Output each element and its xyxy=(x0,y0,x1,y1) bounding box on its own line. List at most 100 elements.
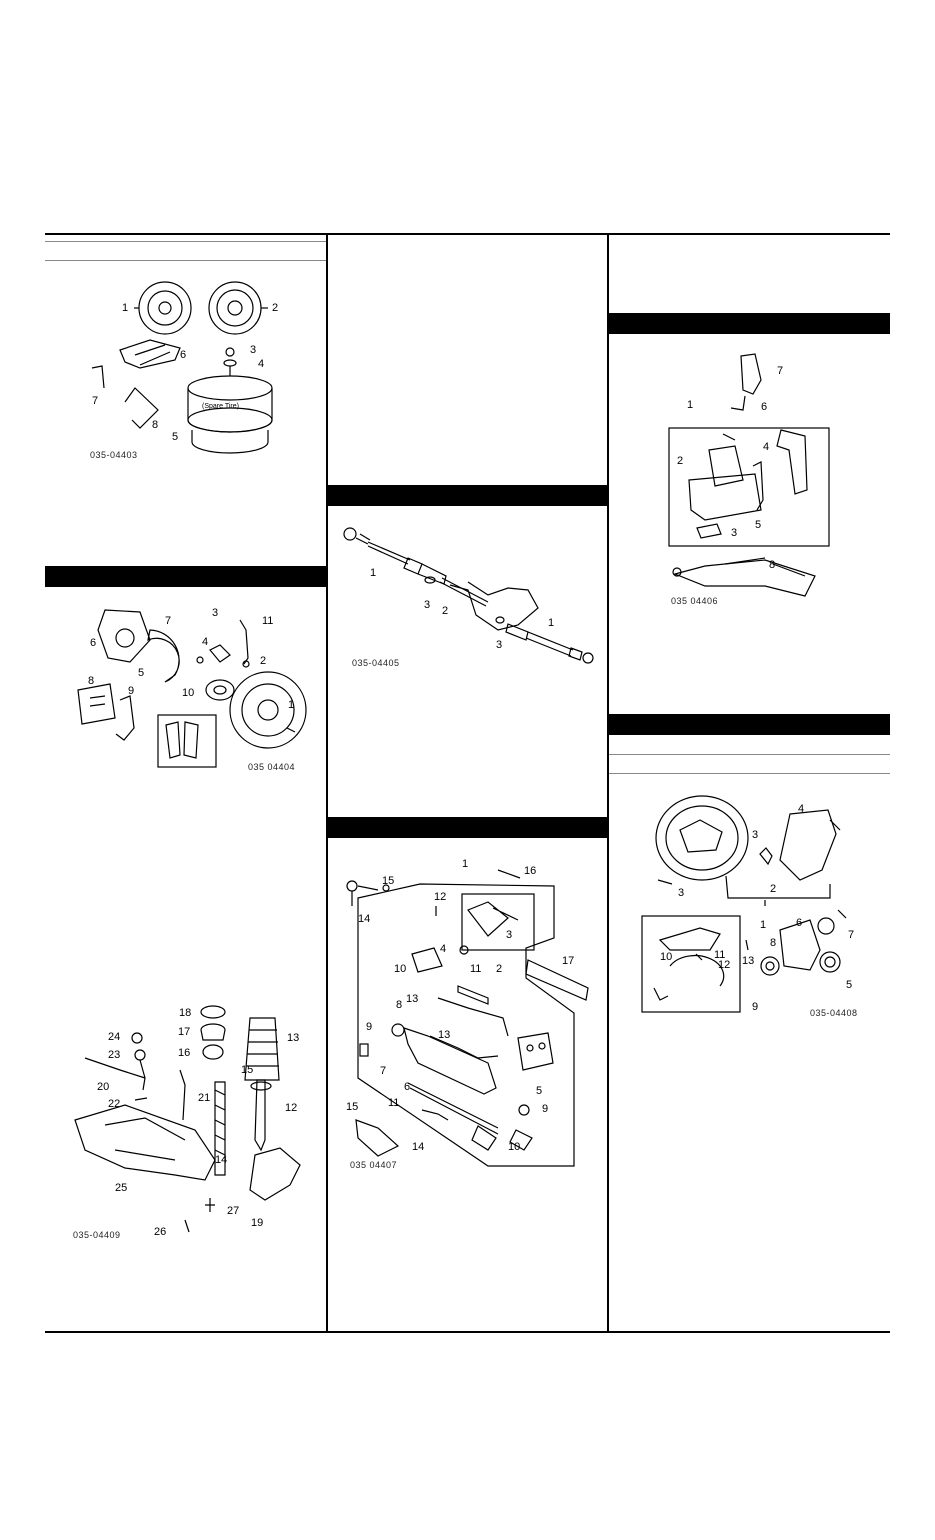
callout-17: 17 xyxy=(562,955,575,967)
callout-3: 3 xyxy=(424,599,431,611)
figure-suspension: 12 13 14 15 16 17 18 19 20 21 22 23 24 2… xyxy=(65,1000,320,1245)
col1-rule-a xyxy=(45,241,326,242)
callout-6: 6 xyxy=(404,1081,411,1093)
page-top-rule xyxy=(45,233,890,235)
callout-12: 12 xyxy=(434,891,447,903)
callout-11: 11 xyxy=(388,1097,400,1109)
callout-3: 3 xyxy=(752,829,759,841)
callout-9: 9 xyxy=(752,1001,759,1013)
callout-7: 7 xyxy=(380,1065,387,1077)
figure-code: 035 04407 xyxy=(350,1160,398,1170)
callout-6: 6 xyxy=(90,637,97,649)
callout-1: 1 xyxy=(370,567,377,579)
power-steering-drawing xyxy=(668,353,830,597)
figure-code: 035-04403 xyxy=(90,450,138,460)
column-divider-left xyxy=(326,233,328,1333)
figure-driveshaft: 1 2 3 3 1 035-04405 xyxy=(338,520,600,670)
callout-10: 10 xyxy=(508,1141,521,1153)
callout-13: 13 xyxy=(438,1029,451,1041)
callout-12: 12 xyxy=(285,1102,298,1114)
callout-6: 6 xyxy=(761,401,768,413)
callout-17: 17 xyxy=(178,1026,191,1038)
callout-9: 9 xyxy=(366,1021,373,1033)
callout-14: 14 xyxy=(412,1141,425,1153)
callout-3: 3 xyxy=(506,929,513,941)
callout-12: 12 xyxy=(718,959,731,971)
callout-3: 3 xyxy=(678,887,685,899)
callout-2: 2 xyxy=(272,302,279,314)
callout-9: 9 xyxy=(542,1103,549,1115)
callout-7: 7 xyxy=(777,365,784,377)
figure-steering-column: 1 2 3 3 4 5 6 7 8 9 10 11 12 13 035-0440… xyxy=(640,790,865,1020)
section-bar-power-steering xyxy=(609,313,890,334)
callout-13: 13 xyxy=(406,993,419,1005)
brake-drawing xyxy=(77,609,307,768)
callout-3: 3 xyxy=(212,607,219,619)
figure-code: 035 04404 xyxy=(248,762,296,772)
callout-10: 10 xyxy=(660,951,673,963)
callout-26: 26 xyxy=(154,1226,167,1238)
col3-rule-a xyxy=(609,754,890,755)
callout-13: 13 xyxy=(287,1032,300,1044)
callout-18: 18 xyxy=(179,1007,192,1019)
callout-15: 15 xyxy=(241,1064,254,1076)
callout-5: 5 xyxy=(172,431,179,443)
section-bar-steering-column xyxy=(609,714,890,735)
callout-2: 2 xyxy=(677,455,684,467)
callout-14: 14 xyxy=(215,1154,228,1166)
callout-7: 7 xyxy=(165,615,172,627)
suspension-drawing xyxy=(74,1005,301,1233)
figure-brake: 1 2 3 4 5 6 7 8 9 10 11 035 04404 xyxy=(70,600,310,775)
callout-5: 5 xyxy=(138,667,145,679)
callout-2: 2 xyxy=(260,655,267,667)
callout-5: 5 xyxy=(755,519,762,531)
callout-1: 1 xyxy=(548,617,555,629)
callout-15: 15 xyxy=(346,1101,359,1113)
callout-4: 4 xyxy=(440,943,447,955)
callout-2: 2 xyxy=(770,883,777,895)
col3-rule-b xyxy=(609,773,890,774)
callout-20: 20 xyxy=(97,1081,110,1093)
callout-25: 25 xyxy=(115,1182,128,1194)
callout-8: 8 xyxy=(88,675,95,687)
callout-16: 16 xyxy=(524,865,537,877)
wheel-jack-drawing xyxy=(91,281,273,454)
callout-5: 5 xyxy=(846,979,853,991)
figure-wheel-jack: 1 2 3 4 5 6 7 8 035-04403 (Spare Tire) xyxy=(80,270,310,465)
callout-21: 21 xyxy=(198,1092,211,1104)
section-bar-steering-gear xyxy=(328,817,607,838)
callout-6: 6 xyxy=(796,917,803,929)
callout-24: 24 xyxy=(108,1031,121,1043)
callout-1: 1 xyxy=(687,399,694,411)
callout-23: 23 xyxy=(108,1049,121,1061)
callout-3: 3 xyxy=(496,639,503,651)
callout-11: 11 xyxy=(470,963,482,975)
callout-1: 1 xyxy=(760,919,767,931)
callout-3: 3 xyxy=(731,527,738,539)
callout-13: 13 xyxy=(742,955,755,967)
callout-11: 11 xyxy=(714,949,726,961)
callout-16: 16 xyxy=(178,1047,191,1059)
callout-3: 3 xyxy=(250,344,257,356)
section-bar-driveshaft xyxy=(328,485,607,506)
driveshaft-drawing xyxy=(343,527,594,664)
page-bottom-rule xyxy=(45,1331,890,1333)
callout-19: 19 xyxy=(251,1217,264,1229)
figure-code: 035-04409 xyxy=(73,1230,121,1240)
callout-10: 10 xyxy=(394,963,407,975)
callout-9: 9 xyxy=(128,685,135,697)
callout-10: 10 xyxy=(182,687,195,699)
callout-14: 14 xyxy=(358,913,371,925)
callout-8: 8 xyxy=(769,559,776,571)
callout-4: 4 xyxy=(202,636,209,648)
callout-8: 8 xyxy=(152,419,159,431)
callout-27: 27 xyxy=(227,1205,240,1217)
callout-22: 22 xyxy=(108,1098,121,1110)
callout-5: 5 xyxy=(536,1085,543,1097)
callout-1: 1 xyxy=(288,699,295,711)
col1-rule-b xyxy=(45,260,326,261)
callout-1: 1 xyxy=(462,858,469,870)
column-divider-right xyxy=(607,233,609,1333)
callout-8: 8 xyxy=(396,999,403,1011)
figure-steering-gear: 1 2 3 4 5 6 7 8 9 9 10 10 11 11 12 13 13… xyxy=(338,858,600,1173)
